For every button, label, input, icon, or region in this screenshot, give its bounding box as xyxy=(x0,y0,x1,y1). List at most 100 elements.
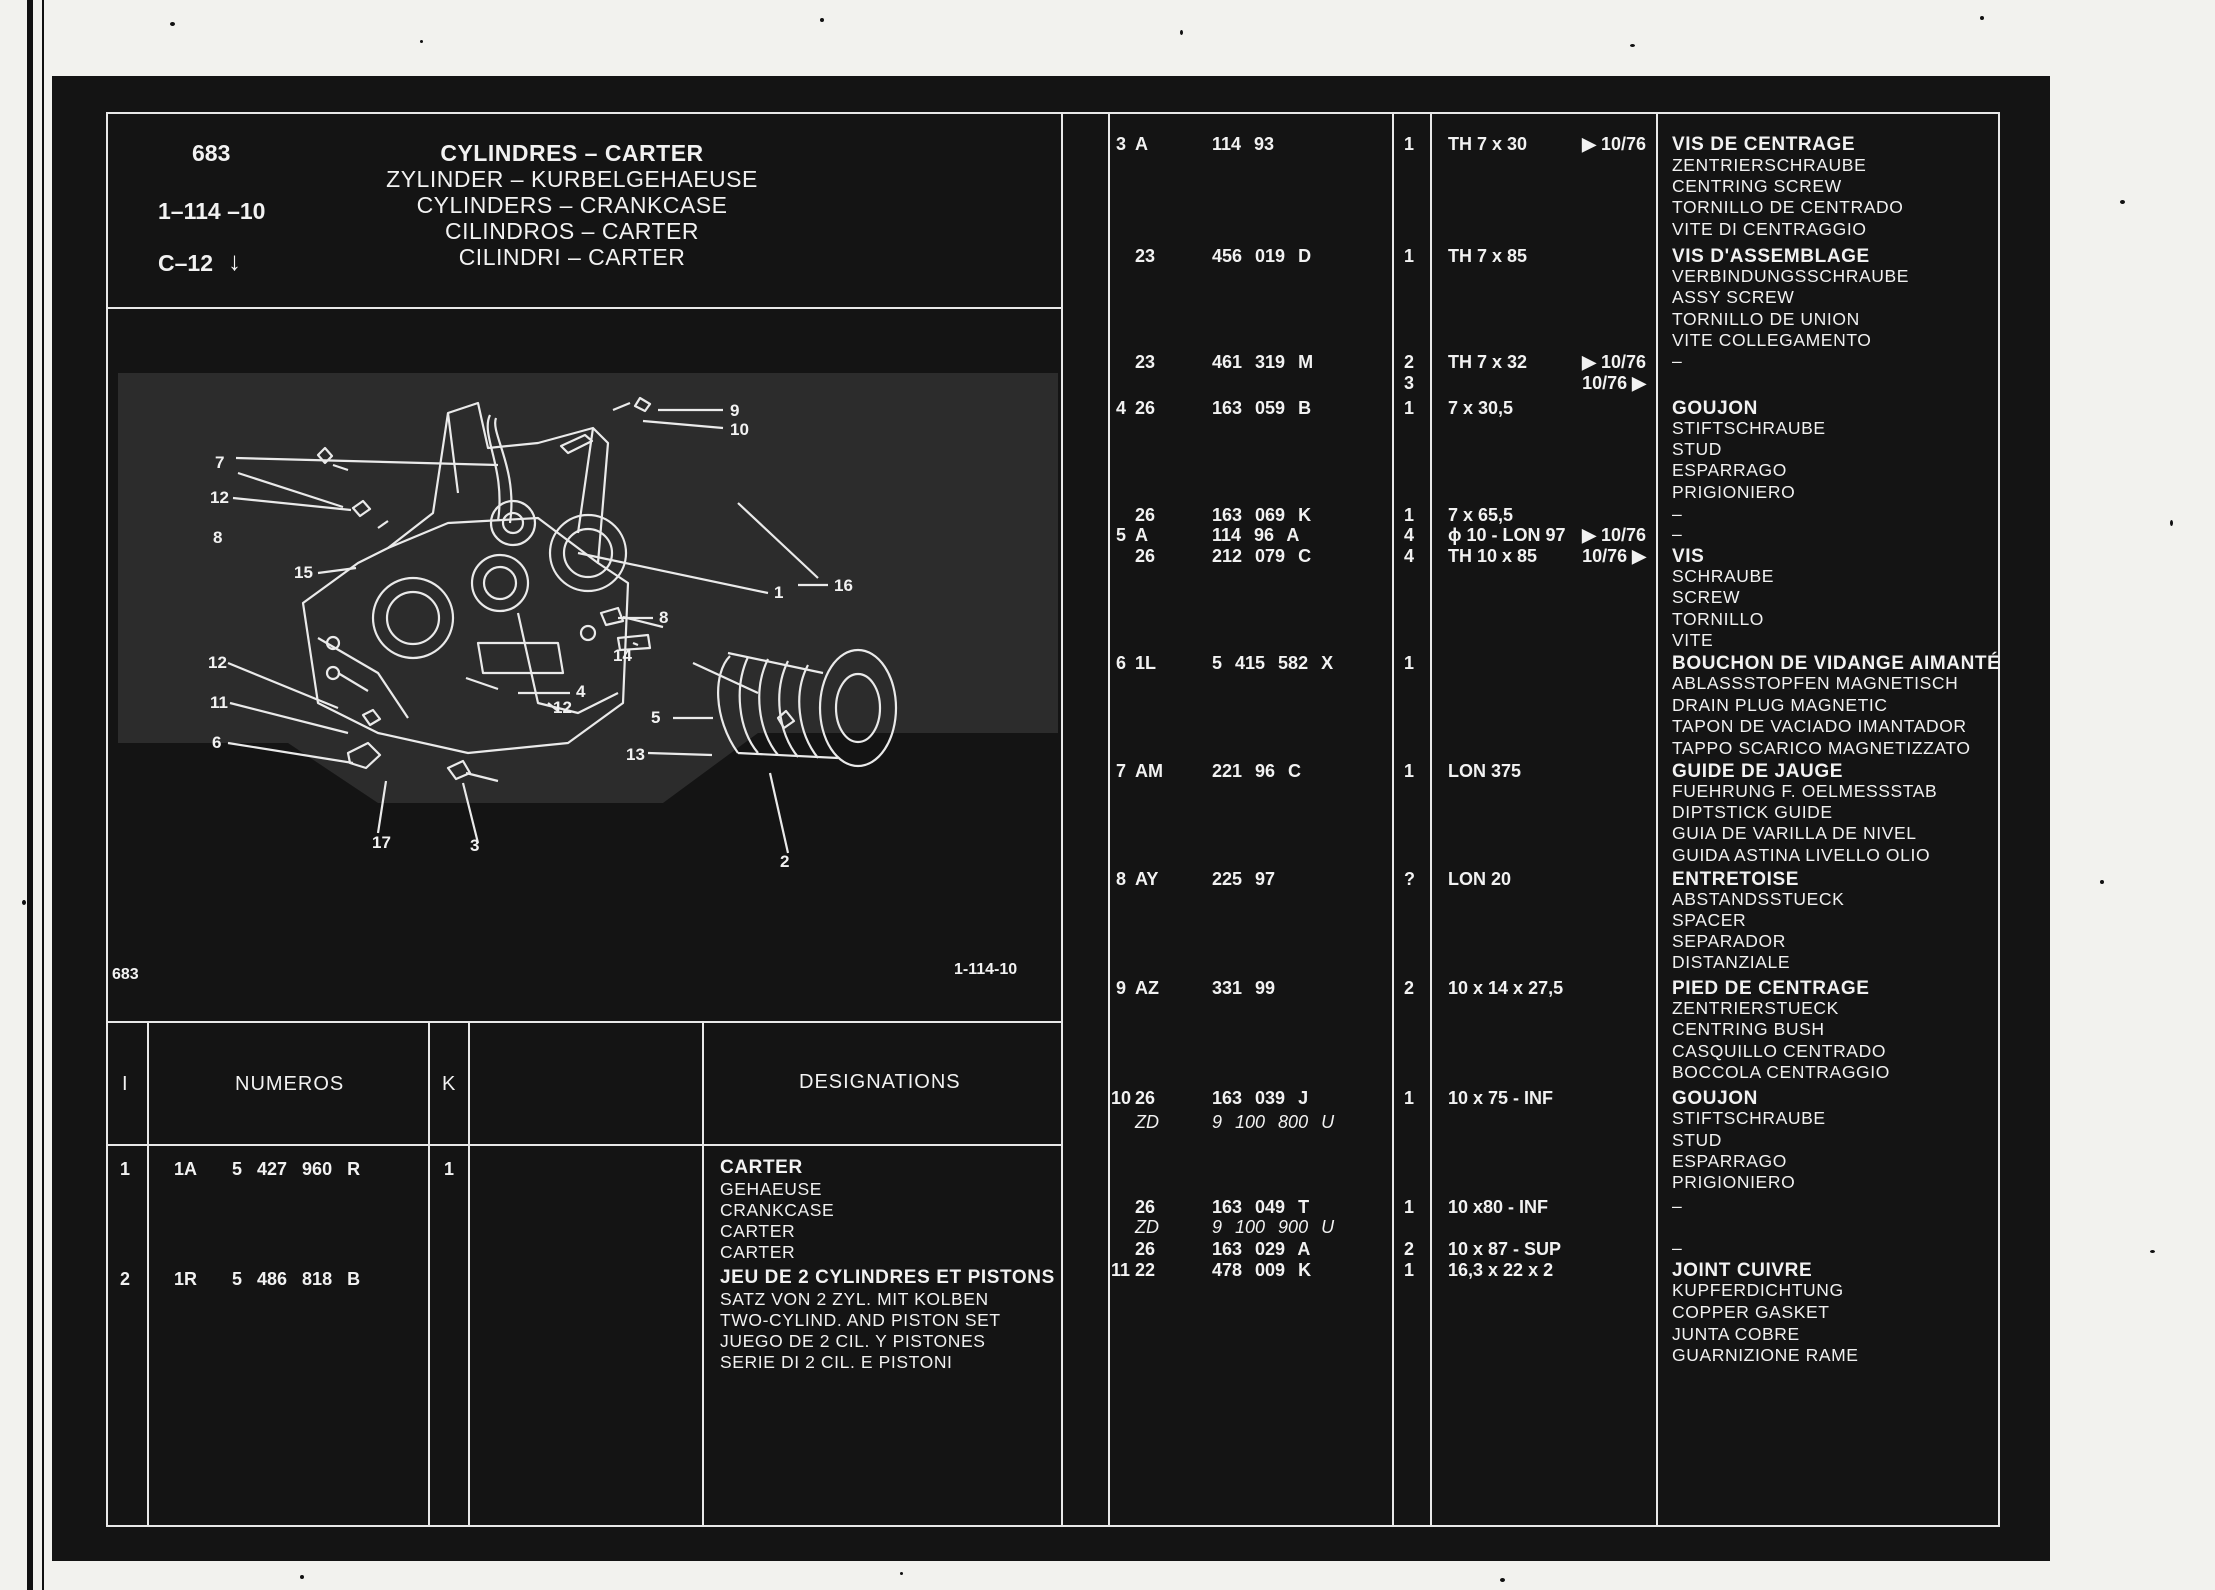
diagram-page-label: 683 xyxy=(112,966,139,983)
parts-row-number: 9 100 900 U xyxy=(1212,1217,1335,1237)
right-col-line-1 xyxy=(1108,112,1110,1527)
parts-row-prefix: A xyxy=(1135,134,1148,154)
parts-row-spec: TH 7 x 32 xyxy=(1448,352,1528,372)
callout-9: 9 xyxy=(730,401,739,420)
callout-14: 14 xyxy=(613,646,632,665)
designation-line: VITE COLLEGAMENTO xyxy=(1672,330,1872,350)
designation-line: STUD xyxy=(1672,1130,1723,1150)
designation-fr: JEU DE 2 CYLINDRES ET PISTONS xyxy=(720,1267,1055,1288)
left-col-line-1 xyxy=(147,1021,149,1527)
designation-line: FUEHRUNG F. OELMESSSTAB xyxy=(1672,781,1938,801)
parts-row-qty: 1 xyxy=(1404,398,1415,418)
callout-8-mid: 8 xyxy=(659,608,668,627)
table-top-line xyxy=(106,1021,1062,1023)
designation-line: ABSTANDSSTUECK xyxy=(1672,889,1845,909)
designation-title: GOUJON xyxy=(1672,1088,1758,1109)
designation-line: – xyxy=(1672,351,1683,371)
designation-line: SPACER xyxy=(1672,910,1747,930)
parts-row-prefix: 26 xyxy=(1135,505,1156,525)
parts-row-spec: 7 x 30,5 xyxy=(1448,398,1514,418)
parts-row-number: 163 049 T xyxy=(1212,1197,1310,1217)
parts-row-prefix: AZ xyxy=(1135,978,1159,998)
designation-line: – xyxy=(1672,1238,1683,1258)
designation-title: ENTRETOISE xyxy=(1672,869,1800,890)
left-col-line-2 xyxy=(428,1021,430,1527)
callout-2: 2 xyxy=(780,852,789,871)
callout-11: 11 xyxy=(210,693,228,712)
parts-row-prefix: ZD xyxy=(1135,1112,1159,1132)
parts-row-prefix: 26 xyxy=(1135,398,1156,418)
callout-15: 15 xyxy=(294,563,313,582)
parts-row-spec: 16,3 x 22 x 2 xyxy=(1448,1260,1554,1280)
parts-row-index: 5 xyxy=(1116,525,1127,545)
row-number: 5 427 960 R xyxy=(232,1159,361,1179)
designation-line: STIFTSCHRAUBE xyxy=(1672,418,1826,438)
parts-row-qty: 2 xyxy=(1404,1239,1415,1259)
parts-row-index: 10 xyxy=(1111,1088,1132,1108)
right-col-line-2 xyxy=(1392,112,1394,1527)
designation-line: DRAIN PLUG MAGNETIC xyxy=(1672,695,1888,715)
parts-row-qty: 1 xyxy=(1404,1088,1415,1108)
designation-title: VIS D'ASSEMBLAGE xyxy=(1672,246,1870,267)
parts-row-prefix: AY xyxy=(1135,869,1159,889)
parts-row-number: 221 96 C xyxy=(1212,761,1302,781)
parts-row-index: 6 xyxy=(1116,653,1127,673)
designation-line: TAPPO SCARICO MAGNETIZZATO xyxy=(1672,738,1971,758)
parts-row-qty: 4 xyxy=(1404,546,1415,566)
parts-row-spec: LON 375 xyxy=(1448,761,1522,781)
parts-row-number: 5 415 582 X xyxy=(1212,653,1334,673)
parts-row-qty: 1 xyxy=(1404,1260,1415,1280)
callout-12-top: 12 xyxy=(210,488,229,507)
designation-line: GUIA DE VARILLA DE NIVEL xyxy=(1672,823,1917,843)
down-arrow-icon: ↓ xyxy=(228,246,241,276)
parts-row-spec: 10 x 14 x 27,5 xyxy=(1448,978,1564,998)
callout-5: 5 xyxy=(651,708,660,727)
left-col-line-3 xyxy=(468,1021,470,1527)
parts-row-index: 9 xyxy=(1116,978,1127,998)
table-header-line xyxy=(106,1144,1062,1146)
parts-row-date: ▶ 10/76 xyxy=(1582,525,1646,545)
left-edge-bar xyxy=(27,0,33,1590)
parts-row-qty: ? xyxy=(1404,869,1415,889)
parts-row-prefix: 23 xyxy=(1135,246,1156,266)
row-index: 2 xyxy=(120,1269,131,1289)
parts-row-spec: TH 7 x 85 xyxy=(1448,246,1528,266)
designation-title: GUIDE DE JAUGE xyxy=(1672,761,1843,782)
section-code: C–12 xyxy=(158,250,213,276)
designation-line: CENTRING SCREW xyxy=(1672,176,1842,196)
designation-line: ESPARRAGO xyxy=(1672,1151,1787,1171)
row-prefix: 1R xyxy=(174,1269,198,1289)
callout-16: 16 xyxy=(834,576,853,595)
col-header-index: I xyxy=(122,1073,129,1095)
parts-row-number: 114 93 xyxy=(1212,134,1275,154)
parts-row-number: 461 319 M xyxy=(1212,352,1314,372)
designation-de: GEHAEUSE xyxy=(720,1179,823,1199)
designation-line: CASQUILLO CENTRADO xyxy=(1672,1041,1887,1061)
designation-line: CENTRING BUSH xyxy=(1672,1019,1825,1039)
designation-title: VIS DE CENTRAGE xyxy=(1672,134,1856,155)
designation-line: ABLASSSTOPFEN MAGNETISCH xyxy=(1672,673,1959,693)
parts-row-date: 10/76 ▶ xyxy=(1582,546,1646,566)
parts-row-qty: 1 xyxy=(1404,246,1415,266)
designation-line: ESPARRAGO xyxy=(1672,460,1787,480)
parts-row-index: 3 xyxy=(1116,134,1127,154)
parts-row-qty: 4 xyxy=(1404,525,1415,545)
parts-row-prefix: 26 xyxy=(1135,546,1156,566)
designation-it: SERIE DI 2 CIL. E PISTONI xyxy=(720,1352,953,1372)
row-index: 1 xyxy=(120,1159,131,1179)
row-number: 5 486 818 B xyxy=(232,1269,361,1289)
parts-row-spec: 10 x80 - INF xyxy=(1448,1197,1549,1217)
designation-title: BOUCHON DE VIDANGE AIMANTÉ xyxy=(1672,653,2001,674)
designation-line: KUPFERDICHTUNG xyxy=(1672,1280,1844,1300)
designation-line: GUIDA ASTINA LIVELLO OLIO xyxy=(1672,845,1931,865)
designation-es: CARTER xyxy=(720,1221,796,1241)
parts-row-index: 8 xyxy=(1116,869,1127,889)
parts-row-number: 163 039 J xyxy=(1212,1088,1309,1108)
parts-row-spec: ϕ 10 - LON 97 xyxy=(1448,525,1566,545)
designation-line: BOCCOLA CENTRAGGIO xyxy=(1672,1062,1890,1082)
right-col-line-3 xyxy=(1430,112,1432,1527)
parts-row-index: 7 xyxy=(1116,761,1127,781)
parts-row-number: 163 059 B xyxy=(1212,398,1312,418)
designation-line: PRIGIONIERO xyxy=(1672,1172,1796,1192)
title-en: CYLINDERS – CRANKCASE xyxy=(416,192,728,218)
